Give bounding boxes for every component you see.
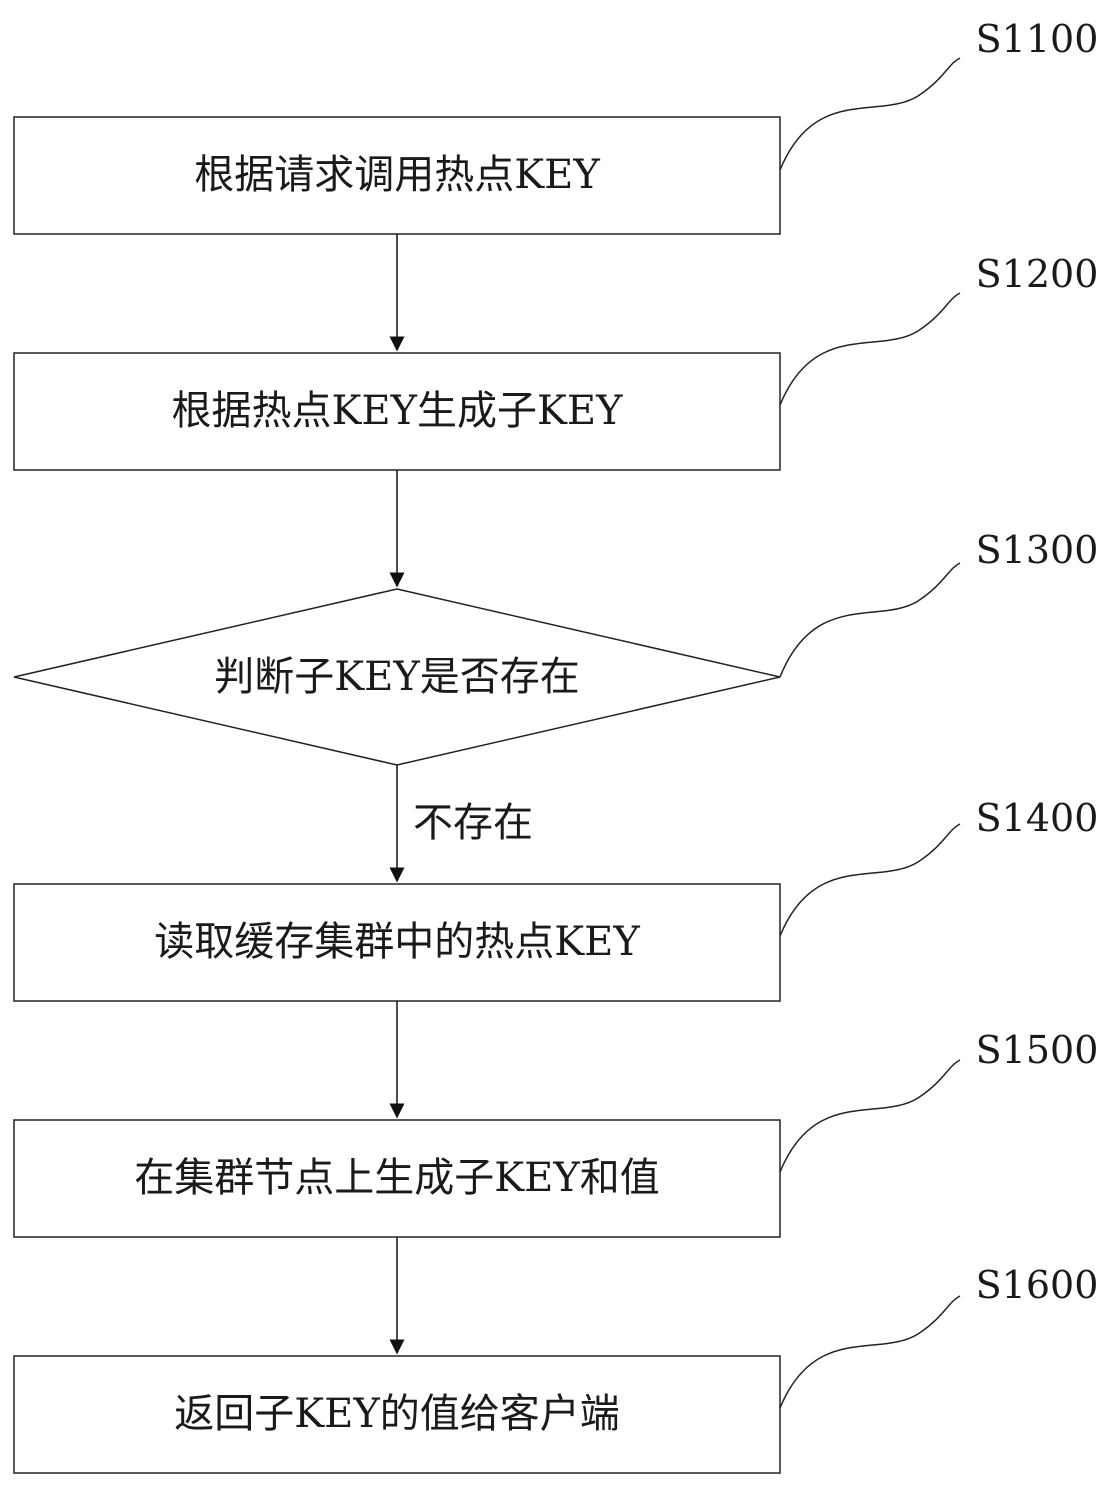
- step-box-s1500: [13, 1119, 781, 1238]
- step-box-s1600: [13, 1355, 781, 1474]
- step-label-s1600: 返回子KEY的值给客户端: [174, 1391, 620, 1437]
- step-label-s1100: 根据请求调用热点KEY: [194, 152, 600, 198]
- step-callout-s1300: [779, 562, 961, 678]
- step-callout-s1100: [779, 57, 961, 171]
- step-label-s1300: 判断子KEY是否存在: [214, 654, 580, 700]
- step-box-s1400: [13, 883, 781, 1002]
- step-callout-s1500: [779, 1059, 961, 1173]
- step-box-s1100: [13, 116, 781, 235]
- step-id-s1200: S1200: [976, 252, 1099, 296]
- step-id-s1600: S1600: [976, 1263, 1099, 1307]
- step-box-s1200: [13, 352, 781, 471]
- step-id-s1400: S1400: [976, 796, 1099, 840]
- step-callout-s1200: [779, 292, 961, 406]
- step-id-s1500: S1500: [976, 1028, 1099, 1072]
- step-id-s1100: S1100: [976, 17, 1099, 61]
- step-callout-s1400: [779, 823, 961, 937]
- step-label-s1500: 在集群节点上生成子KEY和值: [134, 1155, 660, 1201]
- edge-label-not-exist: 不存在: [413, 800, 533, 846]
- step-label-s1200: 根据热点KEY生成子KEY: [172, 388, 624, 434]
- step-id-s1300: S1300: [976, 528, 1099, 572]
- step-label-s1400: 读取缓存集群中的热点KEY: [154, 919, 640, 965]
- step-callout-s1600: [779, 1295, 961, 1409]
